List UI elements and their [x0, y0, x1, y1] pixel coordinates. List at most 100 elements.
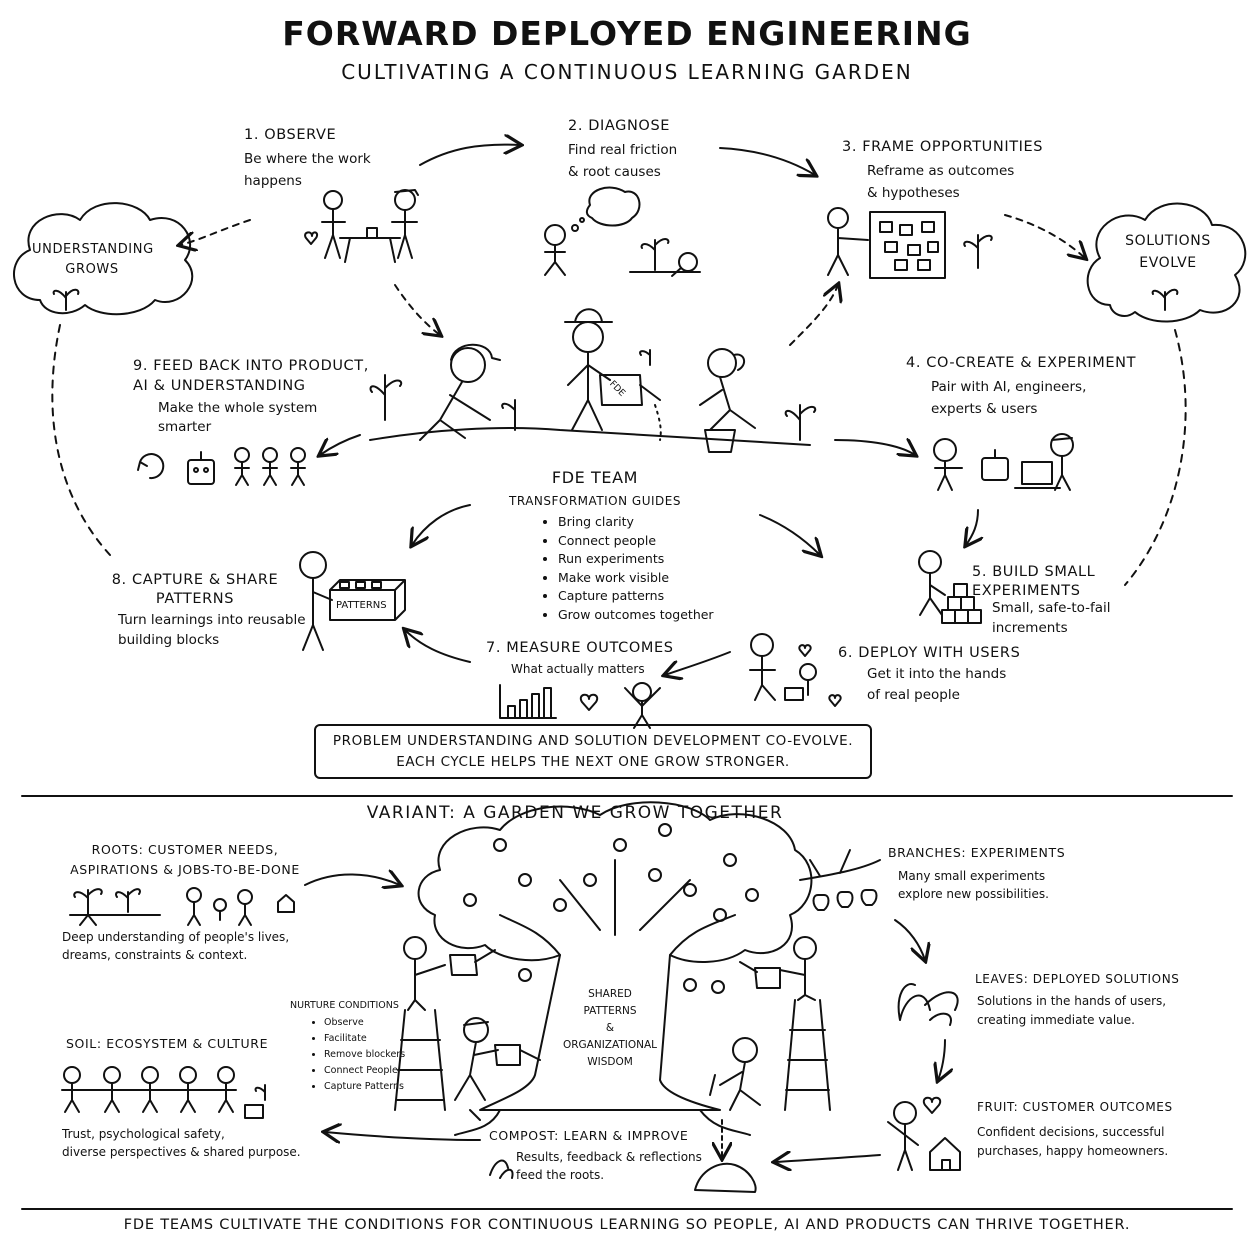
capture-patterns-illustration — [299, 551, 406, 651]
arrow-diagnose-to-frame — [719, 147, 815, 175]
nurture-bullet: Remove blockers — [324, 1047, 405, 1063]
step-build-title: 5. BUILD SMALL EXPERIMENTS — [972, 564, 1096, 599]
soil-title: SOIL: ECOSYSTEM & CULTURE — [66, 1036, 269, 1051]
soil-people-illustration — [61, 1066, 266, 1119]
fde-bullet: Grow outcomes together — [558, 606, 714, 625]
laptop-icon — [1021, 461, 1053, 485]
nurture-bullets: Observe Facilitate Remove blockers Conne… — [306, 1015, 405, 1095]
sprout-icon — [640, 238, 670, 271]
step-observe-desc: Be where the work happens — [244, 151, 371, 189]
fruit-desc: Confident decisions, successful purchase… — [977, 1125, 1169, 1158]
step-cocreate-title: 4. CO-CREATE & EXPERIMENT — [906, 355, 1137, 371]
fruit-outcome-illustration — [887, 1096, 961, 1171]
leaves-illustration — [897, 983, 959, 1026]
step-frame-title: 3. FRAME OPPORTUNITIES — [842, 139, 1044, 155]
branches-desc: Many small experiments explore new possi… — [898, 869, 1049, 901]
garden-tree-illustration — [394, 801, 831, 1136]
garden-team-illustration — [369, 308, 817, 453]
cloud-solutions-evolve: SOLUTIONS EVOLVE — [1125, 233, 1211, 271]
branches-title: BRANCHES: EXPERIMENTS — [888, 845, 1066, 860]
heart-icon — [922, 1096, 942, 1114]
compost-desc: Results, feedback & reflections feed the… — [516, 1150, 702, 1182]
cloud-left-icon — [13, 202, 194, 316]
diagnose-person-illustration — [544, 186, 701, 277]
arrow-team-to-capture — [412, 504, 471, 545]
fde-bullet: Bring clarity — [558, 513, 714, 532]
build-blocks-illustration — [918, 550, 982, 624]
step-measure-desc: What actually matters — [511, 662, 645, 676]
cloud-understanding-grows: UNDERSTANDING GROWS — [32, 242, 154, 277]
sprout-icon — [1151, 288, 1179, 311]
roots-title: ROOTS: CUSTOMER NEEDS, ASPIRATIONS & JOB… — [70, 842, 300, 877]
step-feedback-desc: Make the whole system smarter — [158, 400, 318, 435]
footer-text: FDE TEAMS CULTIVATE THE CONDITIONS FOR C… — [123, 1217, 1131, 1233]
fde-bullet: Connect people — [558, 532, 714, 551]
step-build-desc: Small, safe-to-fail increments — [992, 600, 1111, 636]
branches-illustration — [799, 849, 881, 911]
step-diagnose-title: 2. DIAGNOSE — [568, 118, 671, 134]
step-frame-desc: Reframe as outcomes & hypotheses — [867, 163, 1015, 201]
sprout-icon — [639, 349, 651, 366]
house-icon — [277, 894, 295, 913]
banner-line-2: EACH CYCLE HELPS THE NEXT ONE GROW STRON… — [396, 754, 790, 770]
page-title: FORWARD DEPLOYED ENGINEERING — [282, 14, 972, 53]
refresh-icon — [137, 453, 165, 480]
step-deploy-desc: Get it into the hands of real people — [867, 666, 1007, 703]
sprout-icon — [52, 288, 80, 311]
variant-title: VARIANT: A GARDEN WE GROW TOGETHER — [366, 803, 784, 823]
step-observe-title: 1. OBSERVE — [244, 127, 337, 143]
sprout-icon — [501, 399, 516, 431]
arrow-garden-to-cocreate — [834, 440, 915, 455]
page-subtitle: CULTIVATING A CONTINUOUS LEARNING GARDEN — [341, 60, 913, 84]
house-icon — [929, 1137, 961, 1171]
banner-line-1: PROBLEM UNDERSTANDING AND SOLUTION DEVEL… — [332, 733, 854, 749]
fde-bullet: Capture patterns — [558, 587, 714, 606]
nurture-bullet: Facilitate — [324, 1031, 405, 1047]
nurture-bullet: Observe — [324, 1015, 405, 1031]
step-diagnose-desc: Find real friction & root causes — [568, 142, 678, 180]
arrow-observe-to-diagnose — [419, 145, 520, 166]
roots-desc: Deep understanding of people's lives, dr… — [62, 930, 290, 962]
sprout-icon — [369, 374, 403, 421]
nurture-title: NURTURE CONDITIONS — [290, 1000, 399, 1011]
sprout-icon — [254, 1084, 266, 1101]
arrow-deploy-to-measure — [665, 651, 731, 675]
leaves-title: LEAVES: DEPLOYED SOLUTIONS — [975, 972, 1180, 986]
cycle-loop-dashed — [51, 324, 111, 556]
roots-people-illustration — [69, 887, 295, 926]
arrow-team-to-build — [759, 514, 820, 555]
cocreate-illustration — [933, 433, 1074, 491]
fde-team-subtitle: TRANSFORMATION GUIDES — [509, 494, 681, 508]
laptop-icon — [244, 1104, 264, 1119]
fde-team-bullets: Bring clarity Connect people Run experim… — [540, 513, 714, 624]
step-measure-title: 7. MEASURE OUTCOMES — [486, 640, 674, 656]
step-cocreate-desc: Pair with AI, engineers, experts & users — [931, 379, 1087, 417]
arrow-measure-to-capture — [405, 630, 471, 663]
tree-trunk-label: SHARED PATTERNS & ORGANIZATIONAL WISDOM — [562, 988, 658, 1068]
deploy-users-illustration — [749, 633, 842, 707]
robot-icon — [187, 459, 215, 485]
fde-bullet: Run experiments — [558, 550, 714, 569]
step-feedback-title: 9. FEED BACK INTO PRODUCT, AI & UNDERSTA… — [133, 358, 369, 394]
observe-people-illustration — [304, 189, 419, 263]
step-capture-desc: Turn learnings into reusable building bl… — [118, 612, 306, 648]
soil-desc: Trust, psychological safety, diverse per… — [62, 1127, 301, 1159]
fruit-title: FRUIT: CUSTOMER OUTCOMES — [977, 1100, 1173, 1114]
pattern-box-label: PATTERNS — [336, 600, 387, 611]
feedback-icons — [137, 447, 306, 486]
banner-box — [314, 724, 872, 779]
step-deploy-title: 6. DEPLOY WITH USERS — [838, 645, 1021, 661]
fde-bullet: Make work visible — [558, 569, 714, 588]
nurture-bullet: Capture Patterns — [324, 1079, 405, 1095]
nurture-bullet: Connect People — [324, 1063, 405, 1079]
leaves-desc: Solutions in the hands of users, creatin… — [977, 994, 1167, 1027]
fde-team-title: FDE TEAM — [551, 468, 639, 487]
cloud-right-icon — [1086, 202, 1247, 323]
measure-illustration — [499, 682, 661, 729]
step-capture-title: 8. CAPTURE & SHARE PATTERNS — [111, 572, 279, 607]
sprout-icon — [963, 234, 993, 269]
frame-board-illustration — [827, 207, 993, 279]
compost-illustration — [489, 1159, 757, 1193]
